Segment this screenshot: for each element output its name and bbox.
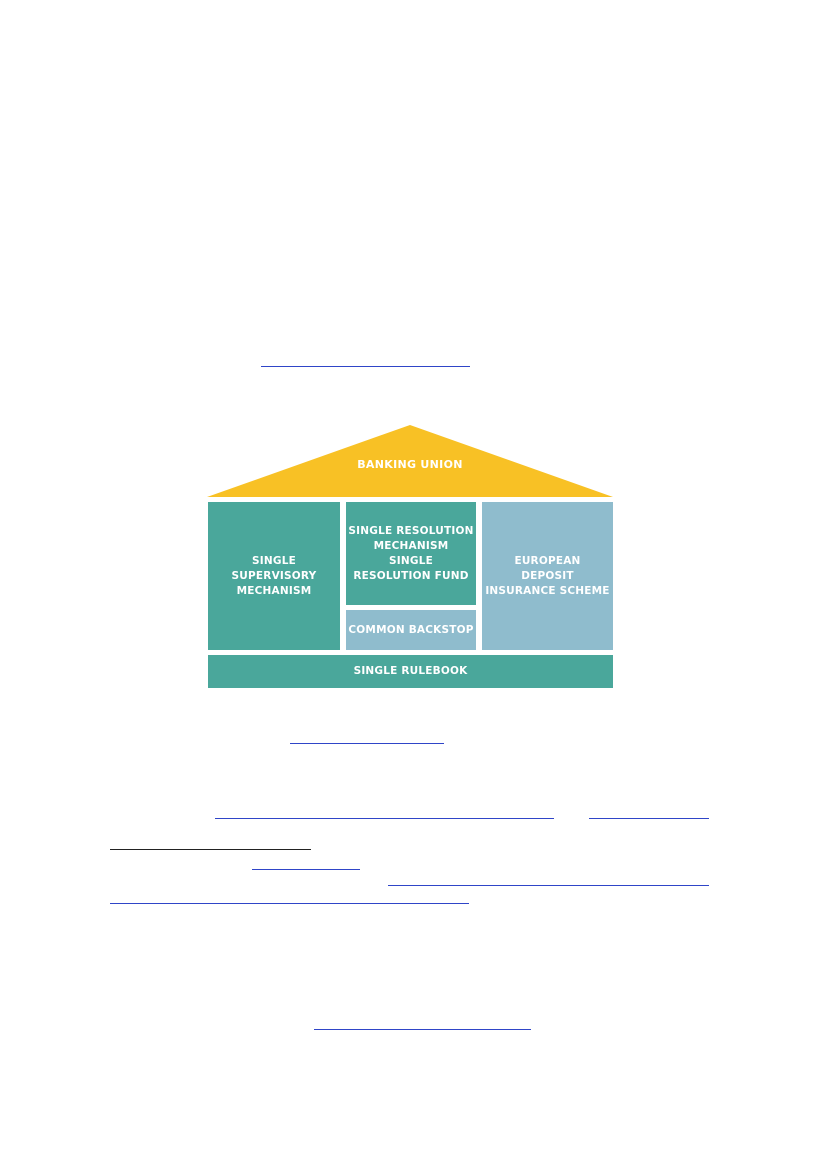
center-top-block: SINGLE RESOLUTION MECHANISM SINGLE RESOL… (346, 502, 476, 605)
roof-label: BANKING UNION (357, 458, 463, 471)
right-pillar: EUROPEAN DEPOSIT INSURANCE SCHEME (482, 502, 613, 650)
hyperlink-7[interactable] (314, 1029, 531, 1030)
hyperlink-6[interactable] (388, 885, 709, 886)
hyperlink-1[interactable] (261, 366, 470, 367)
banking-union-diagram: BANKING UNION SINGLE SUPERVISORY MECHANI… (207, 424, 613, 688)
foundation-block: SINGLE RULEBOOK (208, 655, 613, 688)
hyperlink-5[interactable] (252, 869, 360, 870)
hyperlink-2[interactable] (290, 743, 444, 744)
hyperlink-6-continuation[interactable] (110, 903, 469, 904)
center-bottom-block: COMMON BACKSTOP (346, 610, 476, 650)
left-pillar: SINGLE SUPERVISORY MECHANISM (208, 502, 340, 650)
roof-shape (207, 425, 613, 497)
hyperlink-3[interactable] (215, 818, 554, 819)
hyperlink-4[interactable] (589, 818, 709, 819)
hyperlink-4-continuation[interactable] (110, 849, 311, 850)
